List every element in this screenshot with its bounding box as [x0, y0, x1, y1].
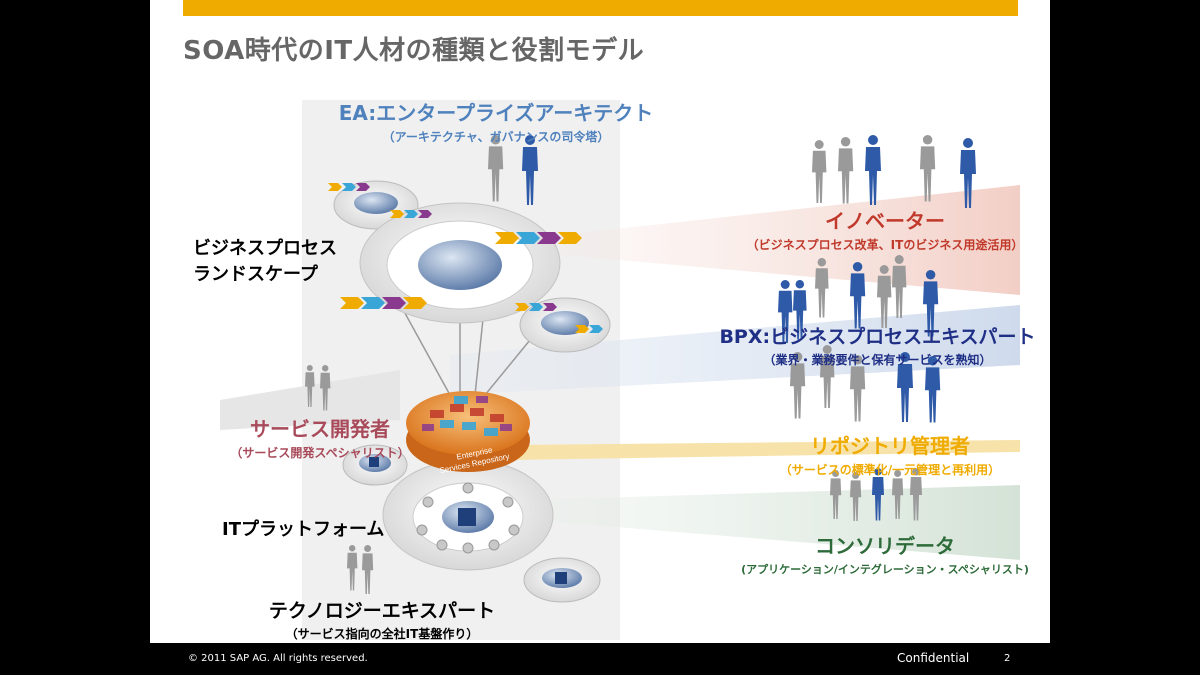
process-node-small-right	[519, 297, 611, 353]
role-bpx: BPX:ビジネスプロセスエキスパート （業界・業務要件と保有サービスを熟知）	[705, 322, 1050, 368]
person-silhouette	[892, 255, 907, 318]
role-innovator: イノベーター （ビジネスプロセス改革、ITのビジネス用途活用）	[720, 205, 1050, 253]
role-innovator-name: イノベーター	[825, 209, 945, 233]
role-innovator-desc: （ビジネスプロセス改革、ITのビジネス用途活用）	[746, 238, 1024, 252]
people-silhouettes	[305, 135, 976, 594]
person-silhouette	[925, 356, 941, 423]
person-silhouette	[320, 365, 331, 411]
role-service-dev: サービス開発者 （サービス開発スペシャリスト）	[220, 413, 420, 461]
accent-bar	[183, 0, 1018, 16]
person-silhouette	[790, 352, 806, 419]
person-silhouette	[892, 470, 904, 519]
role-bpx-name: BPX:ビジネスプロセスエキスパート	[719, 326, 1036, 348]
footer: © 2011 SAP AG. All rights reserved. Conf…	[150, 643, 1050, 675]
layer-bp-landscape-line2: ランドスケープ	[193, 264, 318, 285]
role-ea-name: EA:エンタープライズアーキテクト	[338, 101, 654, 125]
bpx-band	[450, 305, 1020, 395]
role-repository-desc: （サービスの標準化/一元管理と再利用）	[779, 463, 1001, 477]
slide-title: SOA時代のIT人材の種類と役割モデル	[183, 36, 645, 66]
role-ea-desc: （アーキテクチャ、ガバナンスの司令塔）	[382, 130, 610, 144]
person-silhouette	[305, 365, 315, 407]
person-silhouette	[865, 135, 881, 205]
person-silhouette	[850, 355, 866, 422]
person-silhouette	[850, 472, 862, 521]
person-silhouette	[910, 468, 922, 521]
person-silhouette	[830, 470, 842, 519]
confidential-label: Confidential	[897, 651, 970, 665]
layer-bp-landscape: ビジネスプロセス ランドスケープ	[193, 236, 337, 288]
person-silhouette	[897, 352, 913, 422]
diagram-canvas: Enterprise Services Repository	[220, 100, 1020, 640]
role-repository: リポジトリ管理者 （サービスの標準化/一元管理と再利用）	[750, 430, 1030, 478]
role-service-dev-name: サービス開発者	[250, 417, 390, 441]
person-silhouette	[960, 138, 976, 208]
person-silhouette	[920, 135, 936, 202]
role-ea: EA:エンタープライズアーキテクト （アーキテクチャ、ガバナンスの司令塔）	[336, 97, 656, 145]
person-silhouette	[923, 270, 939, 337]
person-silhouette	[362, 545, 374, 594]
role-tech-expert-desc: （サービス指向の全社IT基盤作り）	[285, 627, 479, 641]
layer-bp-landscape-line1: ビジネスプロセス	[193, 238, 337, 259]
it-platform-disc	[382, 459, 554, 571]
copyright: © 2011 SAP AG. All rights reserved.	[188, 653, 368, 664]
person-silhouette	[488, 135, 504, 202]
layer-it-platform: ITプラットフォーム	[222, 519, 385, 540]
consolidator-band	[530, 485, 1020, 560]
role-consolidator: コンソリデータ (アプリケーション/インテグレーション・スペシャリスト)	[720, 530, 1050, 577]
person-silhouette	[815, 258, 829, 318]
platform-node-right	[523, 557, 601, 603]
process-arrows	[328, 183, 603, 333]
cube-icon	[458, 508, 476, 526]
person-silhouette	[778, 280, 793, 343]
person-silhouette	[347, 545, 358, 591]
role-bpx-desc: （業界・業務要件と保有サービスを熟知）	[763, 353, 992, 367]
role-repository-name: リポジトリ管理者	[810, 434, 970, 458]
person-silhouette	[820, 345, 835, 408]
role-tech-expert-name: テクノロジーエキスパート	[268, 600, 496, 622]
person-silhouette	[872, 468, 884, 521]
page-number: 2	[1004, 653, 1011, 664]
person-silhouette	[838, 137, 854, 204]
repository-band	[510, 440, 1020, 460]
person-silhouette	[877, 265, 892, 328]
slide: SOA時代のIT人材の種類と役割モデル	[150, 0, 1050, 675]
role-consolidator-name: コンソリデータ	[815, 534, 955, 558]
role-tech-expert: テクノロジーエキスパート （サービス指向の全社IT基盤作り）	[232, 596, 532, 642]
person-silhouette	[850, 262, 866, 329]
enterprise-services-repository-hub: Enterprise Services Repository	[406, 391, 530, 475]
role-consolidator-desc: (アプリケーション/インテグレーション・スペシャリスト)	[741, 563, 1029, 576]
person-silhouette	[793, 280, 807, 340]
role-service-dev-desc: （サービス開発スペシャリスト）	[230, 446, 410, 460]
platform-node-left	[342, 444, 408, 486]
service-dev-band	[220, 370, 400, 430]
person-silhouette	[522, 135, 538, 205]
person-silhouette	[812, 140, 827, 203]
